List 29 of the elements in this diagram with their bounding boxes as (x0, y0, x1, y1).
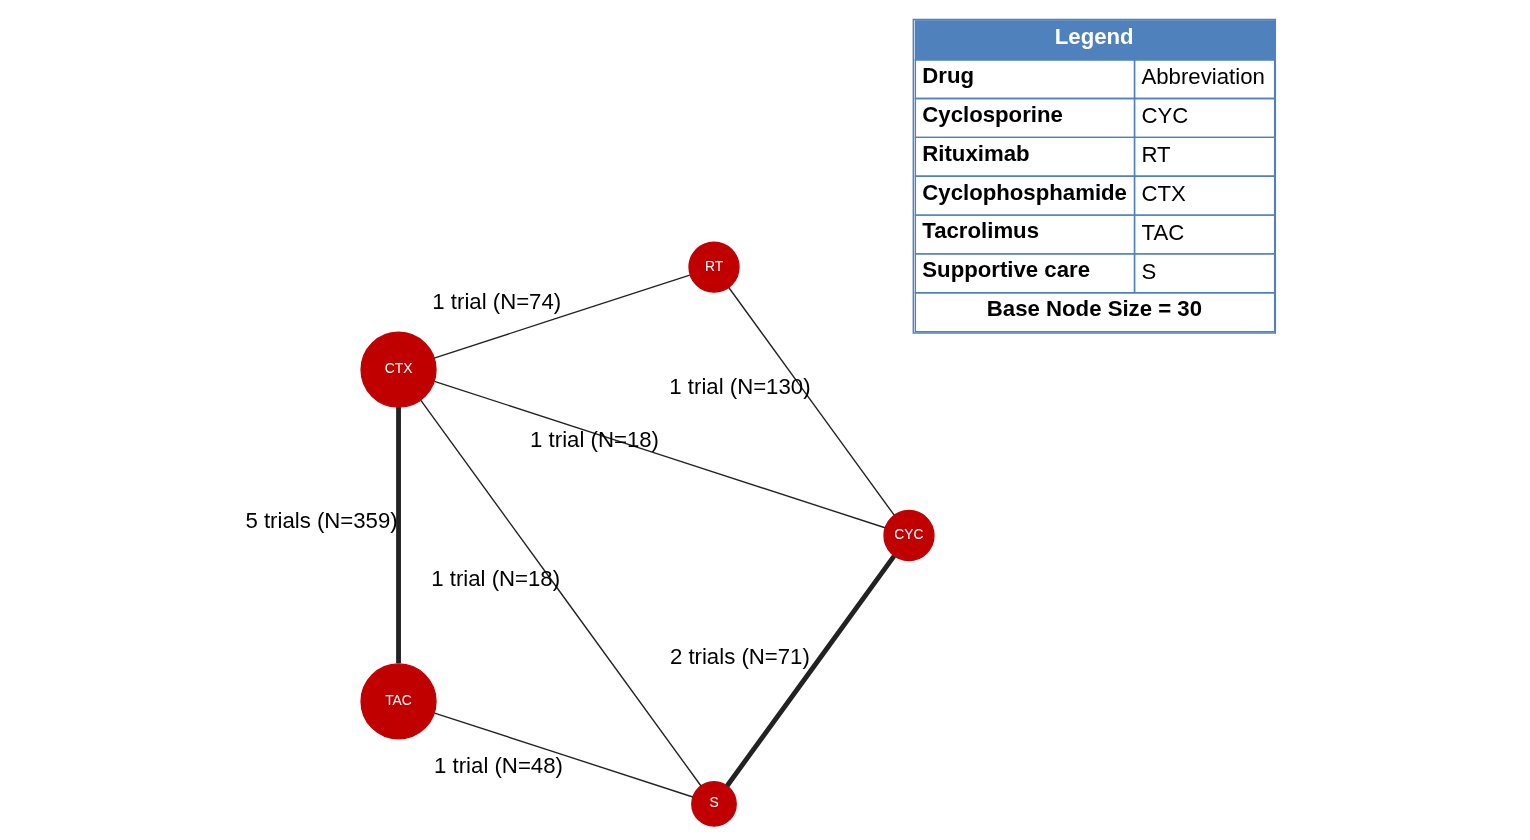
label: S (1140, 258, 1156, 284)
connector (727, 286, 895, 516)
edge-label: 2 trials (N=71) (669, 643, 810, 669)
label: CYC (1140, 103, 1188, 129)
node-circle: RT (687, 241, 740, 293)
label: Legend (1054, 24, 1134, 50)
node-circle: CTX (359, 331, 437, 408)
connector (433, 380, 886, 529)
node-circle: TAC (359, 663, 437, 740)
node-circle: CYC (882, 509, 935, 562)
label: Rituximab (921, 140, 1030, 166)
connector (432, 274, 690, 359)
label: Tacrolimus (921, 218, 1039, 244)
connector (395, 407, 401, 664)
label: Abbreviation (1140, 64, 1265, 90)
node-circle: S (690, 781, 737, 827)
label: CTX (1140, 180, 1186, 206)
connector (419, 399, 702, 787)
connector (724, 554, 896, 788)
connector (433, 712, 693, 798)
label: RT (1140, 142, 1171, 168)
label: TAC (1140, 219, 1184, 245)
label: Cyclophosphamide (921, 179, 1127, 205)
edge-label: 1 trial (N=48) (433, 752, 563, 778)
label: Cyclosporine (921, 101, 1063, 127)
label: Drug (921, 63, 974, 89)
label: Base Node Size = 30 (986, 296, 1202, 322)
label: Supportive care (921, 257, 1090, 283)
edge-label: 1 trial (N=74) (431, 289, 561, 315)
